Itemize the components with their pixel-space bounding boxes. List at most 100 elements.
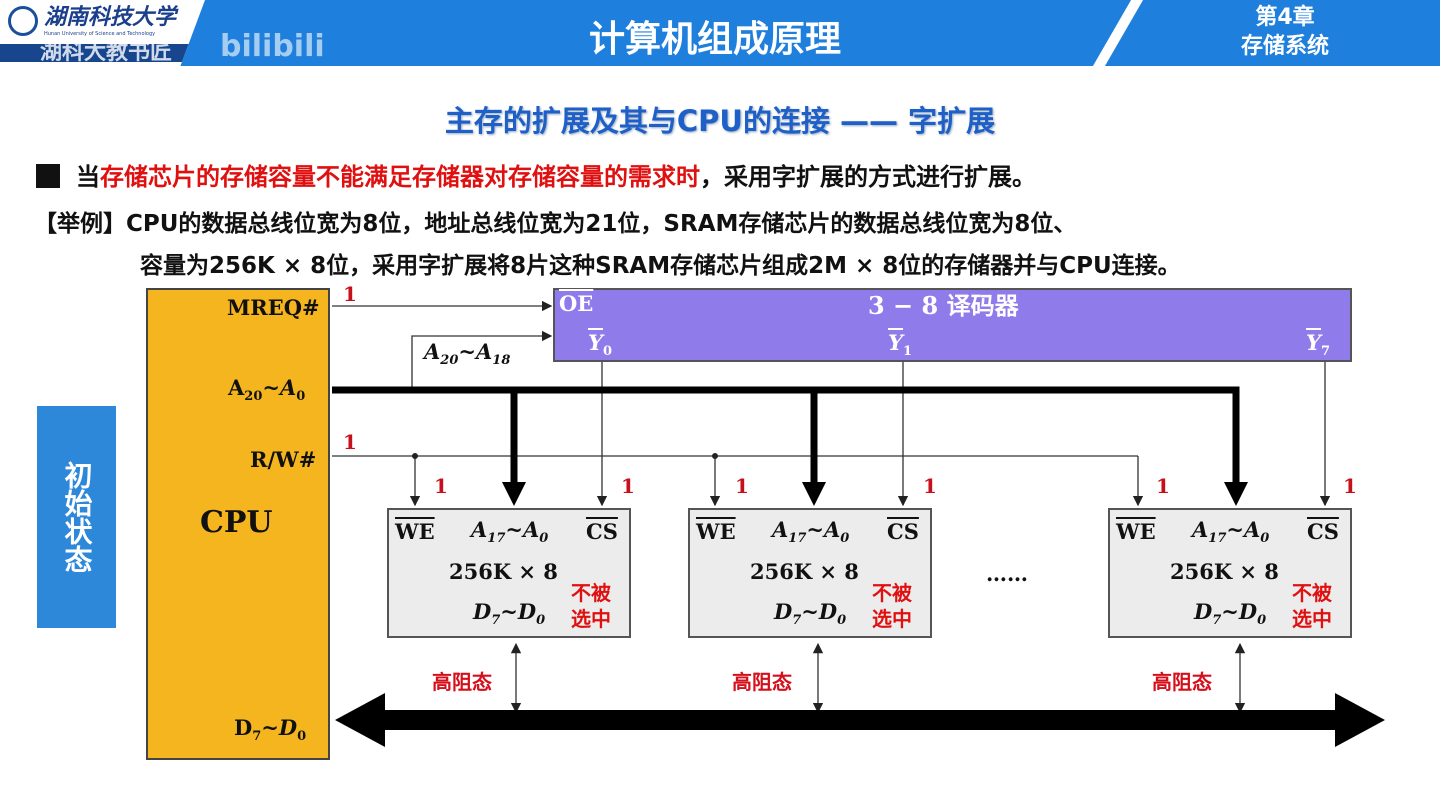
cpu-addr-label: A20~A0 — [228, 375, 305, 404]
we-label: WE — [395, 519, 435, 544]
t: A — [476, 339, 493, 364]
addr-label: A17~A0 — [471, 517, 549, 547]
seal-icon — [8, 6, 38, 36]
t: A — [471, 517, 488, 542]
t: 7 — [252, 729, 262, 745]
chip-1-labels: WE A17~A0 CS 256K × 8 D7~D0 不被选中 — [688, 508, 932, 638]
t: 0 — [837, 613, 847, 629]
t: D — [1238, 599, 1258, 624]
we-label: WE — [1116, 519, 1156, 544]
cs-value-7: 1 — [1343, 474, 1357, 498]
cs-label: CS — [586, 519, 618, 544]
t: 1 — [903, 344, 913, 360]
t: 7 — [1321, 344, 1331, 360]
capacity-label: 256K × 8 — [449, 559, 558, 584]
rw-value: 1 — [343, 430, 357, 454]
cs-value-0: 1 — [621, 474, 635, 498]
addr-label: A17~A0 — [1192, 517, 1270, 547]
t: A — [228, 375, 245, 400]
decoder-input-label: A20~A18 — [424, 339, 511, 369]
t: A — [424, 339, 441, 364]
t: A — [523, 517, 540, 542]
t: 7 — [792, 613, 802, 629]
address-bus — [332, 386, 1240, 485]
t: D — [473, 599, 492, 624]
t: 7 — [491, 613, 501, 629]
t: A — [1244, 517, 1261, 542]
cpu-block — [146, 288, 330, 760]
rw-label: R/W# — [250, 447, 317, 472]
decoder-block — [553, 288, 1352, 362]
bullet-point: 当存储芯片的存储容量不能满足存储器对存储容量的需求时，采用字扩展的方式进行扩展。 — [36, 157, 1036, 192]
t: 0 — [536, 613, 546, 629]
t: 17 — [788, 531, 807, 547]
y0-output: Y0 — [588, 330, 612, 359]
t: 0 — [296, 389, 306, 405]
example-line-1: 【举例】CPU的数据总线位宽为8位，地址总线位宽为21位，SRAM存储芯片的数据… — [34, 211, 1077, 237]
addr-label: A17~A0 — [772, 517, 850, 547]
we-label: WE — [696, 519, 736, 544]
t: 0 — [1257, 613, 1267, 629]
ellipsis: …… — [986, 561, 1028, 586]
t: A — [772, 517, 789, 542]
high-impedance-label-7: 高阻态 — [1152, 670, 1212, 694]
t: 0 — [840, 531, 850, 547]
cpu-label: CPU — [200, 505, 273, 540]
data-bus — [335, 693, 1385, 747]
t: A — [1192, 517, 1209, 542]
cs-value-1: 1 — [923, 474, 937, 498]
t: A — [280, 375, 297, 400]
chip-0-labels: WE A17~A0 CS 256K × 8 D7~D0 不被选中 — [387, 508, 631, 638]
sram-chip-0 — [387, 508, 631, 638]
t: 0 — [1260, 531, 1270, 547]
capacity-label: 256K × 8 — [750, 559, 859, 584]
cpu-data-label: D7~D0 — [234, 715, 307, 745]
t: A — [824, 517, 841, 542]
logo-name: 湖南科技大学 — [44, 4, 177, 30]
sram-chip-7 — [1108, 508, 1352, 638]
y7-label: Y — [1306, 330, 1321, 355]
decoder-title: 3 − 8 译码器 — [868, 291, 1019, 320]
course-title: 计算机组成原理 — [588, 19, 841, 60]
t: D — [1194, 599, 1213, 624]
bilibili-watermark: bilibili — [220, 29, 325, 64]
we-value-1: 1 — [735, 474, 749, 498]
y1-output: Y1 — [888, 330, 912, 359]
high-impedance-label-0: 高阻态 — [432, 670, 492, 694]
t: ~ — [262, 375, 280, 400]
header-bar — [0, 0, 1440, 66]
data-label: D7~D0 — [774, 599, 847, 629]
t: 7 — [1212, 613, 1222, 629]
bullet-highlight: 存储芯片的存储容量不能满足存储器对存储容量的需求时 — [100, 163, 700, 191]
y0-label: Y — [588, 330, 603, 355]
university-logo: 湖南科技大学 Hunan University of Science and T… — [0, 0, 205, 66]
logo-english: Hunan University of Science and Technolo… — [44, 31, 156, 37]
y1-label: Y — [888, 330, 903, 355]
t: 0 — [297, 729, 307, 745]
y7-output: Y7 — [1306, 330, 1330, 359]
t: D — [278, 715, 298, 740]
watermark: 湖科大教书匠 — [40, 40, 173, 65]
data-label: D7~D0 — [1194, 599, 1267, 629]
oe-label: OE — [559, 291, 594, 316]
mreq-label: MREQ# — [227, 295, 320, 320]
chapter-name: 存储系统 — [1240, 34, 1329, 59]
t: 20 — [244, 389, 263, 405]
status-label: 不被选中 — [571, 581, 611, 631]
decoder-addr-line — [411, 330, 553, 388]
bullet-square-icon — [36, 164, 60, 188]
t: 0 — [603, 344, 613, 360]
t: 20 — [440, 353, 459, 369]
high-impedance-label-1: 高阻态 — [732, 670, 792, 694]
data-label: D7~D0 — [473, 599, 546, 629]
chapter-label: 第4章存储系统 — [1200, 3, 1370, 61]
t: D — [517, 599, 537, 624]
we-value-7: 1 — [1156, 474, 1170, 498]
chapter-number: 第4章 — [1255, 5, 1315, 30]
cs-label: CS — [1307, 519, 1339, 544]
sram-chip-1 — [688, 508, 932, 638]
capacity-label: 256K × 8 — [1170, 559, 1279, 584]
state-label: 初始状态 — [37, 406, 116, 628]
t: D — [234, 715, 253, 740]
